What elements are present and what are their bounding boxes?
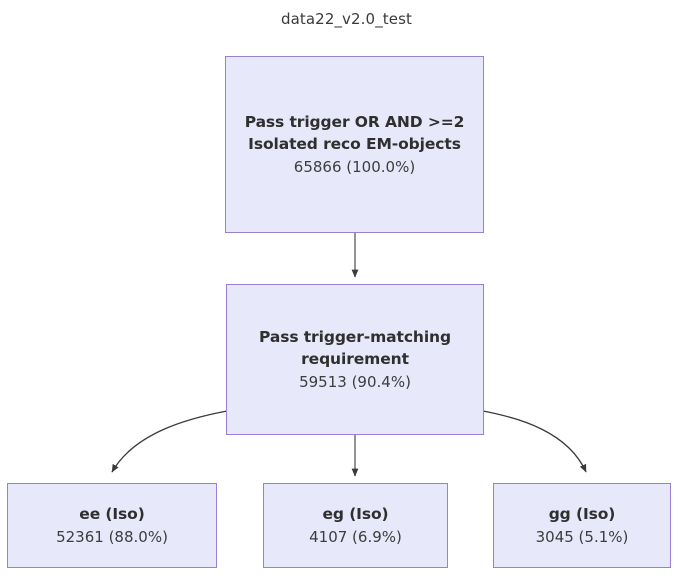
node-ee[interactable]: ee (Iso) 52361 (88.0%) <box>7 483 217 568</box>
node-root[interactable]: Pass trigger OR AND >=2 Isolated reco EM… <box>225 56 484 233</box>
edge-trigger-matching-to-ee <box>111 410 228 473</box>
node-trigger-matching-count: 59513 (90.4%) <box>299 373 411 392</box>
edge-trigger-matching-to-gg <box>482 410 587 473</box>
node-eg[interactable]: eg (Iso) 4107 (6.9%) <box>263 483 448 568</box>
node-gg-count: 3045 (5.1%) <box>535 527 629 546</box>
node-root-count: 65866 (100.0%) <box>293 158 416 177</box>
node-trigger-matching-label: Pass trigger-matching requirement <box>259 327 451 369</box>
node-trigger-matching[interactable]: Pass trigger-matching requirement 59513 … <box>226 284 484 435</box>
node-gg[interactable]: gg (Iso) 3045 (5.1%) <box>493 483 671 568</box>
node-eg-label: eg (Iso) <box>322 505 389 524</box>
node-gg-label: gg (Iso) <box>548 505 616 524</box>
node-root-label: Pass trigger OR AND >=2 Isolated reco EM… <box>244 112 465 154</box>
node-eg-count: 4107 (6.9%) <box>309 527 402 546</box>
page-title: data22_v2.0_test <box>280 10 412 28</box>
node-ee-label: ee (Iso) <box>79 505 145 524</box>
node-ee-count: 52361 (88.0%) <box>56 527 168 546</box>
